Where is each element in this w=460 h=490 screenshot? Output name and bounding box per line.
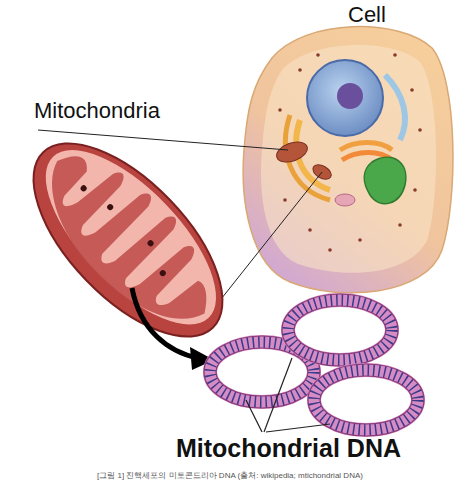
nucleolus (337, 83, 363, 109)
vesicle (335, 194, 355, 206)
cell-body (243, 27, 453, 293)
leader-line (246, 400, 262, 432)
dna-label: Mitochondrial DNA (176, 434, 401, 463)
nucleus (307, 60, 383, 136)
part-label: Mitochondria (34, 98, 160, 124)
ribosomes (278, 53, 422, 252)
cytoplasm (261, 45, 436, 273)
dna-ring (308, 364, 424, 436)
dna-ring (282, 294, 398, 366)
golgi (340, 143, 392, 151)
mitochondrion (2, 112, 255, 368)
leader-line (264, 358, 292, 432)
cell-label: Cell (348, 2, 386, 28)
organelle (364, 157, 406, 203)
leader-line (266, 424, 330, 432)
cell-mitochondrion (274, 138, 310, 166)
arrow (132, 288, 198, 358)
figure-caption: [그림 1] 진핵세포의 미토콘드리아 DNA (출처: wikipedia; … (97, 470, 363, 481)
endoplasmic-reticulum (385, 75, 405, 140)
leader-line (206, 172, 322, 318)
